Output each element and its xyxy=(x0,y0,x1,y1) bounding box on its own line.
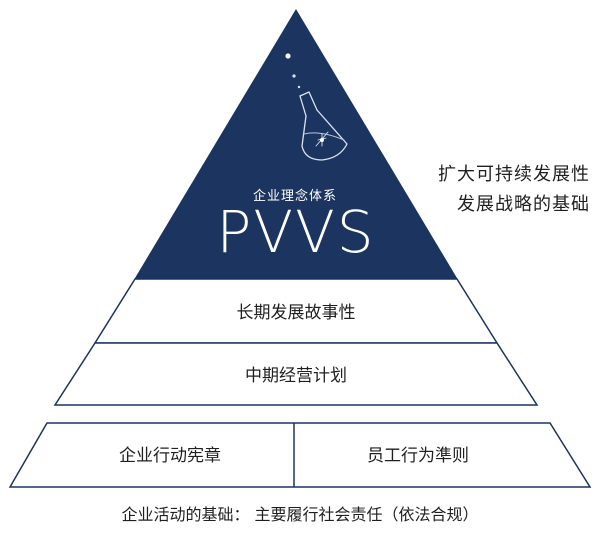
pyramid-top-subtitle: 企业理念体系 xyxy=(253,188,337,204)
tier-mid-term-label: 中期经营计划 xyxy=(245,366,347,386)
pyramid-tier-mid-term xyxy=(53,342,539,406)
base-left-label: 企业行动宪章 xyxy=(119,446,221,466)
side-note-line-1: 扩大可持续发展性 xyxy=(438,164,590,185)
base-right-label: 员工行为準则 xyxy=(367,446,469,466)
side-note-line-2: 发展战略的基础 xyxy=(457,194,590,215)
pyramid-base xyxy=(8,422,592,488)
base-caption: 企业活动的基础： 主要履行社会责任（依法合规） xyxy=(121,505,478,524)
flask-icon xyxy=(285,53,348,161)
tier-long-term-label: 长期发展故事性 xyxy=(237,303,356,323)
side-note: 扩大可持续发展性 发展战略的基础 xyxy=(412,160,590,220)
pyramid-top-title: PVVS xyxy=(216,198,375,266)
